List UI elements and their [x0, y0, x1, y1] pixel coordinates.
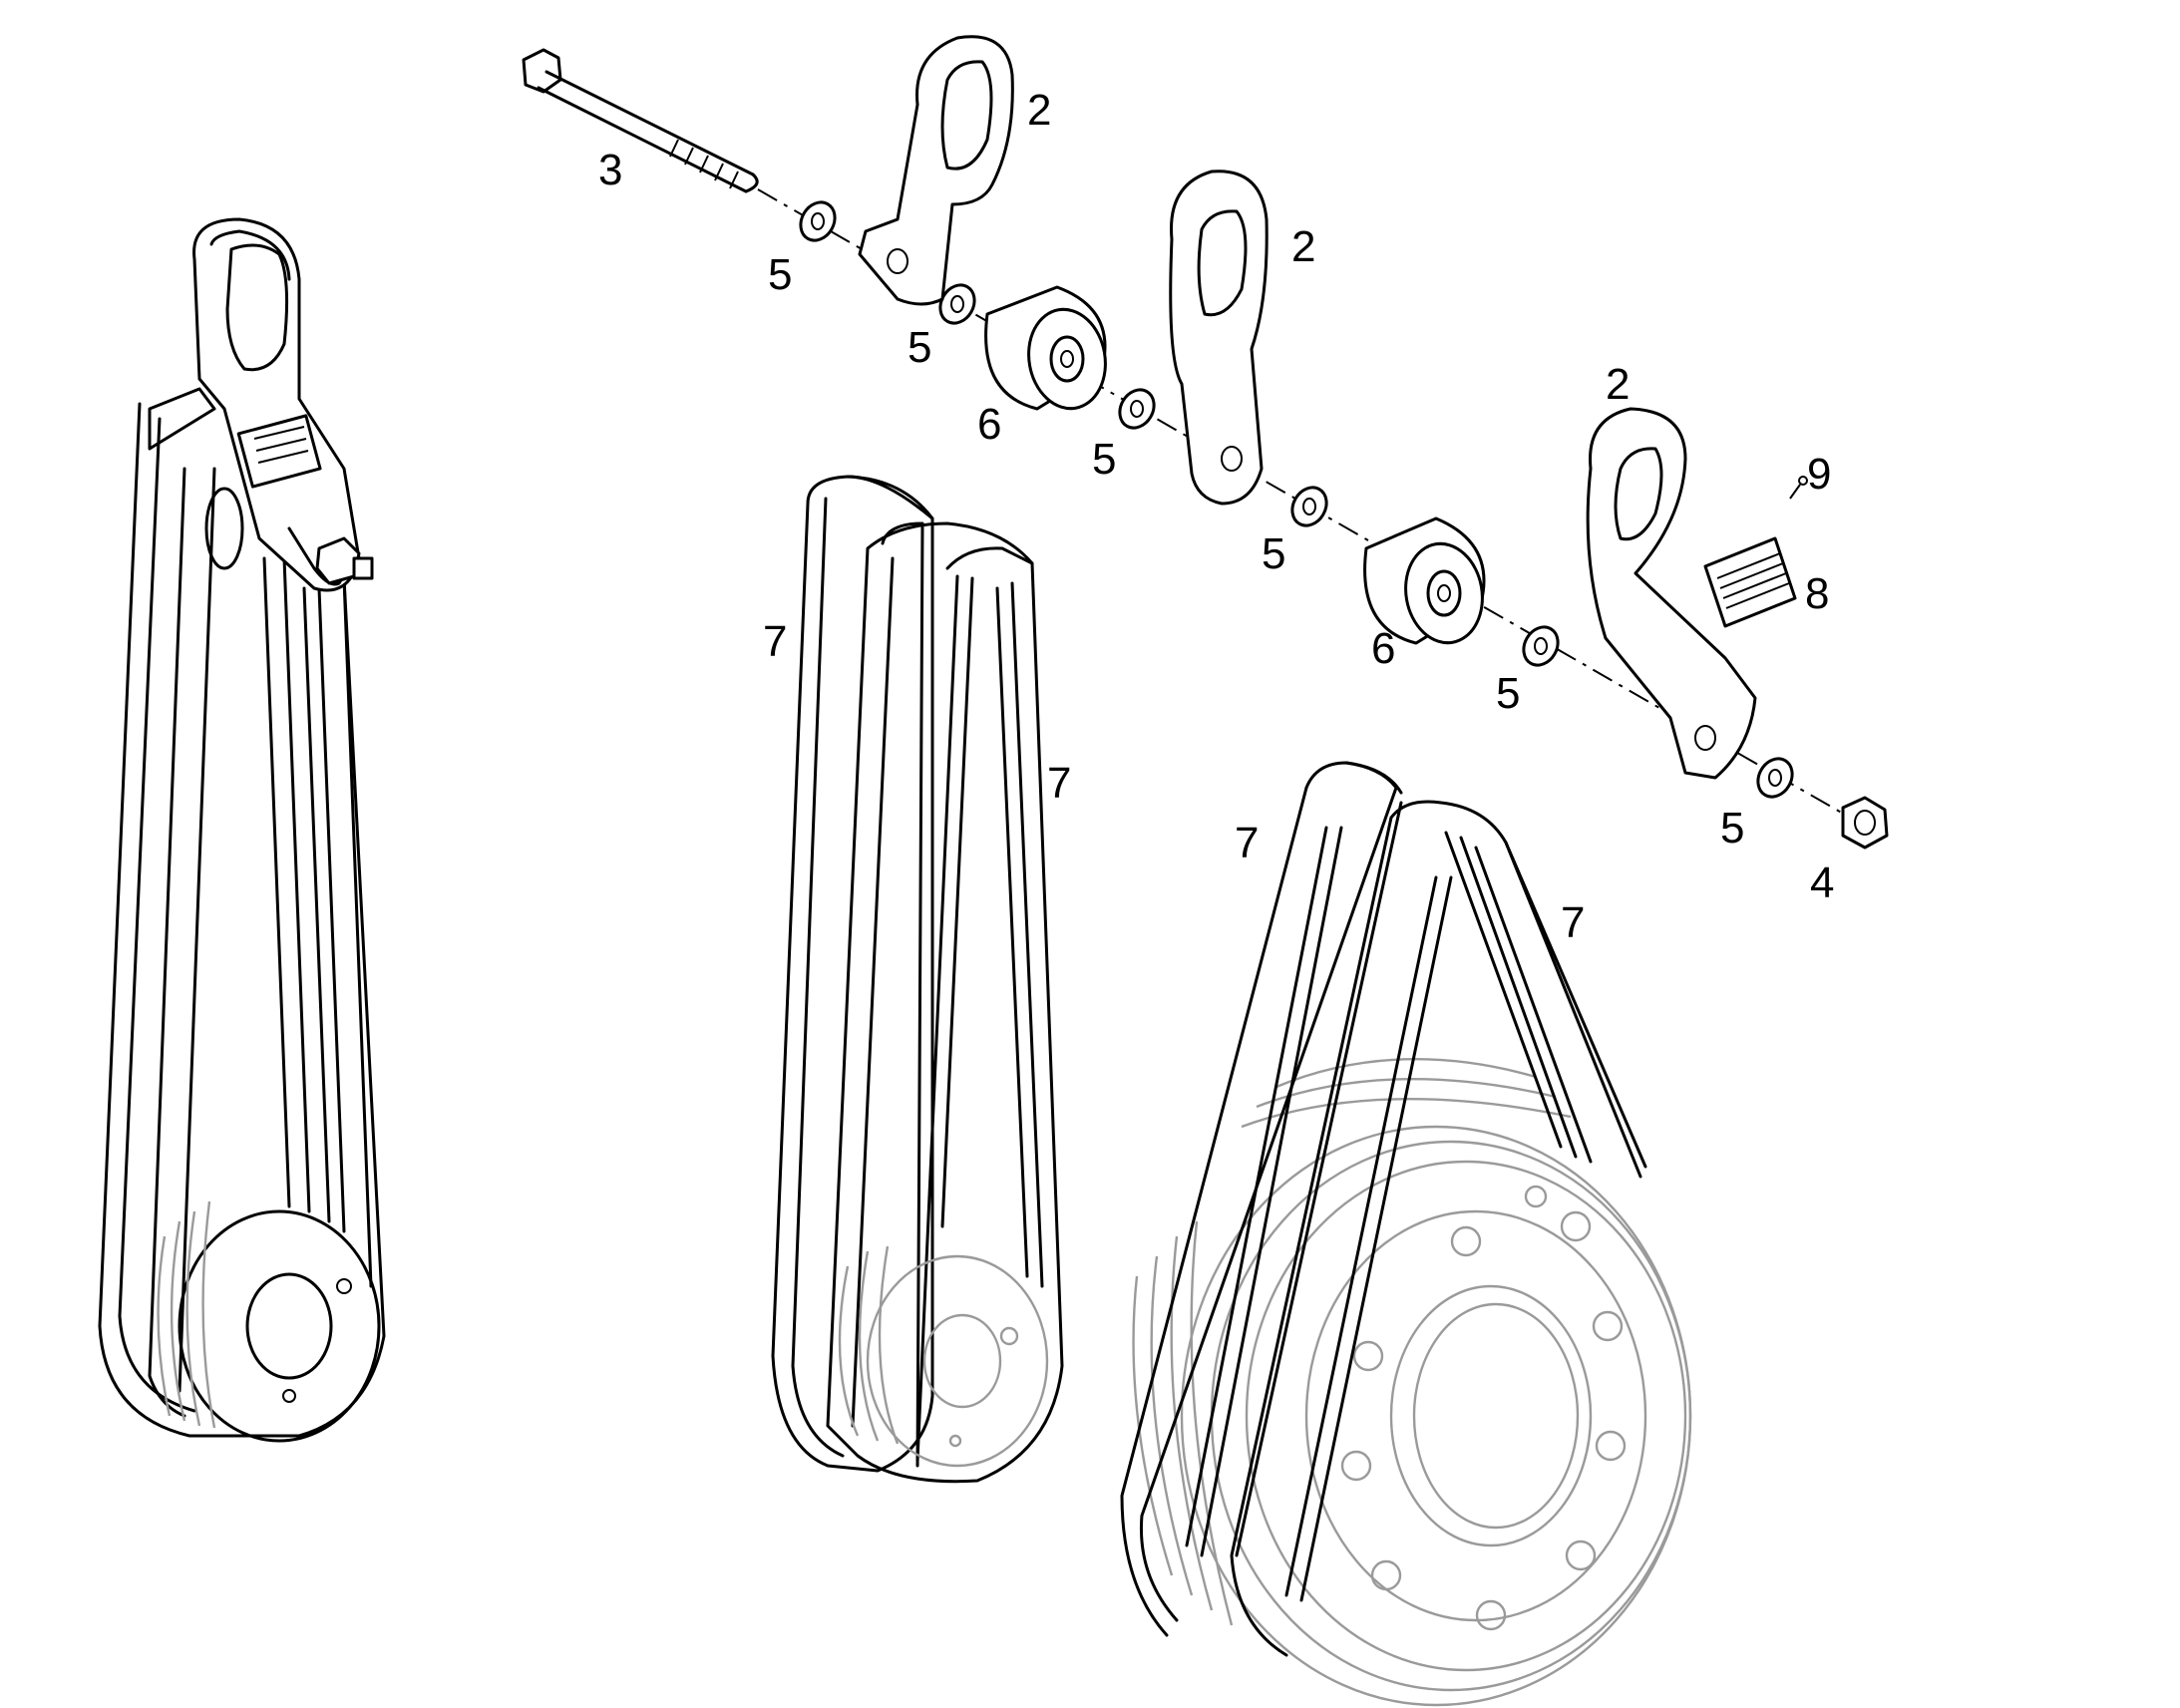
- bolt-part: [522, 48, 759, 193]
- rivet-part: [1789, 476, 1808, 500]
- exploded-hardware: [522, 35, 1889, 850]
- callout-5: 5: [1262, 529, 1285, 578]
- bracket-part-a: [858, 35, 1014, 306]
- callout-8: 8: [1805, 569, 1829, 618]
- nut-part: [1841, 796, 1889, 850]
- callout-5: 5: [1720, 804, 1744, 853]
- bracket-part-b: [1169, 170, 1269, 506]
- callout-2: 2: [1291, 222, 1315, 271]
- middle-belt-assembly: [771, 475, 1064, 1484]
- pulley-bolt-holes: [1340, 1185, 1627, 1631]
- callout-9: 9: [1807, 450, 1831, 499]
- callout-6: 6: [1371, 624, 1395, 673]
- callout-6: 6: [977, 400, 1001, 449]
- callout-7: 7: [763, 617, 787, 666]
- callout-3: 3: [598, 146, 622, 194]
- right-belt-pulley-assembly: [1120, 761, 1692, 1707]
- roller-parts: [984, 285, 1486, 645]
- callout-labels: 2 2 2 3 4 5 5 5 5 5 5 6 6 7 7 7 7 8 9: [598, 86, 1834, 947]
- tag-label-part: [1703, 536, 1797, 628]
- callout-2: 2: [1027, 86, 1051, 135]
- bracket-part-c: [1586, 407, 1757, 780]
- callout-5: 5: [1092, 435, 1116, 484]
- callout-5: 5: [768, 250, 792, 299]
- callout-2: 2: [1606, 360, 1630, 409]
- callout-7: 7: [1235, 819, 1259, 867]
- callout-7: 7: [1047, 759, 1071, 808]
- callout-5: 5: [908, 323, 931, 372]
- callout-5: 5: [1496, 669, 1520, 718]
- left-belt-assembly: [98, 217, 386, 1443]
- callout-7: 7: [1561, 898, 1585, 947]
- callout-4: 4: [1810, 858, 1834, 907]
- washer-parts: [799, 200, 1794, 799]
